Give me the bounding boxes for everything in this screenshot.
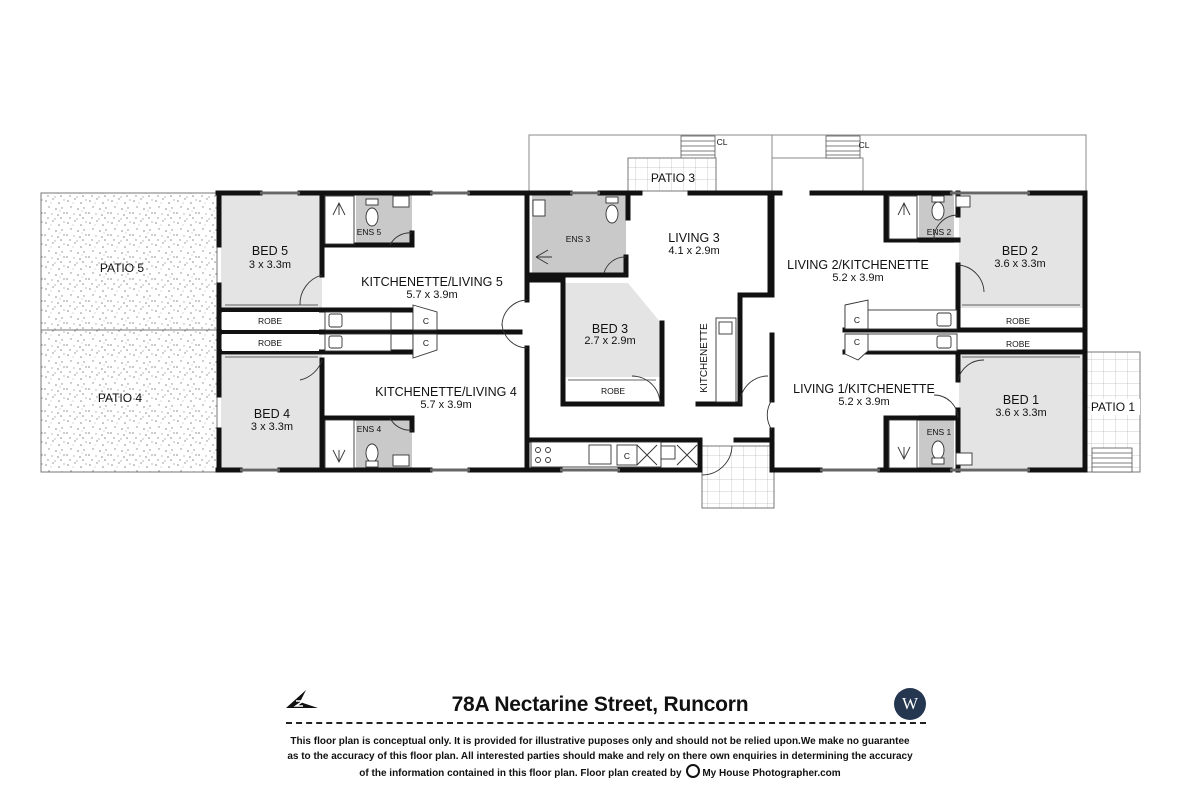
living3-dim: 4.1 x 2.9m [668,245,719,257]
fixtures [222,191,1080,476]
bed5-label: BED 5 [252,244,288,258]
bed1-label: BED 1 [1003,393,1039,407]
property-address: 78A Nectarine Street, Runcorn [451,693,749,716]
bed4-label: BED 4 [254,407,290,421]
living2-dim: 5.2 x 3.9m [832,272,883,284]
patio-3: PATIO 3 [627,157,717,192]
brand-logo: W [894,688,926,720]
ens4-label: ENS 4 [357,424,382,434]
bed5-dim: 3 x 3.3m [249,259,291,271]
stairs-left [680,135,716,159]
bed3-label: BED 3 [592,322,628,336]
kitchenette-label: KITCHENETTE [699,323,710,393]
kl5-label: KITCHENETTE/LIVING 5 [361,275,503,289]
bed2-dim: 3.6 x 3.3m [994,258,1045,270]
living3-label: LIVING 3 [668,231,719,245]
living1-dim: 5.2 x 3.9m [838,396,889,408]
kl5-dim: 5.7 x 3.9m [406,289,457,301]
bed2-label: BED 2 [1002,244,1038,258]
cl-label-left: CL [717,137,728,147]
svg-text:C: C [423,316,429,326]
cl-label-right: CL [859,140,870,150]
deck-outline [528,134,1087,191]
ens3-label: ENS 3 [566,234,591,244]
room-labels: BED 5 3 x 3.3m ROBE ROBE BED 4 3 x 3.3m … [249,227,1047,461]
ens1-label: ENS 1 [927,427,952,437]
camera-lens-icon [686,764,701,778]
room-fills [221,195,1083,468]
patio-4: PATIO 4 [40,329,218,473]
svg-text:PATIO 5: PATIO 5 [100,261,145,275]
kl4-dim: 5.7 x 3.9m [420,399,471,411]
living1-label: LIVING 1/KITCHENETTE [793,382,935,396]
svg-text:C: C [624,451,630,461]
svg-text:PATIO 3: PATIO 3 [651,171,696,185]
north-compass-icon [286,690,318,708]
robe4-label: ROBE [258,338,282,348]
svg-text:PATIO 1: PATIO 1 [1091,400,1136,414]
robe3-label: ROBE [601,386,625,396]
svg-text:PATIO 4: PATIO 4 [98,391,143,405]
divider [286,722,926,724]
robe5-label: ROBE [258,316,282,326]
bed1-dim: 3.6 x 3.3m [995,407,1046,419]
entry-landing [701,445,775,509]
svg-text:C: C [854,337,860,347]
svg-text:C: C [423,338,429,348]
bed4-dim: 3 x 3.3m [251,421,293,433]
living2-label: LIVING 2/KITCHENETTE [787,258,929,272]
robe2-label: ROBE [1006,316,1030,326]
credit-link: My House Photographer.com [702,768,841,779]
ens5-label: ENS 5 [357,227,382,237]
kl4-label: KITCHENETTE/LIVING 4 [375,385,517,399]
robe1-label: ROBE [1006,339,1030,349]
svg-text:C: C [854,315,860,325]
patio-1: PATIO 1 [1085,351,1141,473]
bed3-dim: 2.7 x 2.9m [584,335,635,347]
patio-5: PATIO 5 [40,192,218,331]
stairs-right [825,135,861,159]
ens2-label: ENS 2 [927,227,952,237]
disclaimer: This floor plan is conceptual only. It i… [287,736,913,779]
